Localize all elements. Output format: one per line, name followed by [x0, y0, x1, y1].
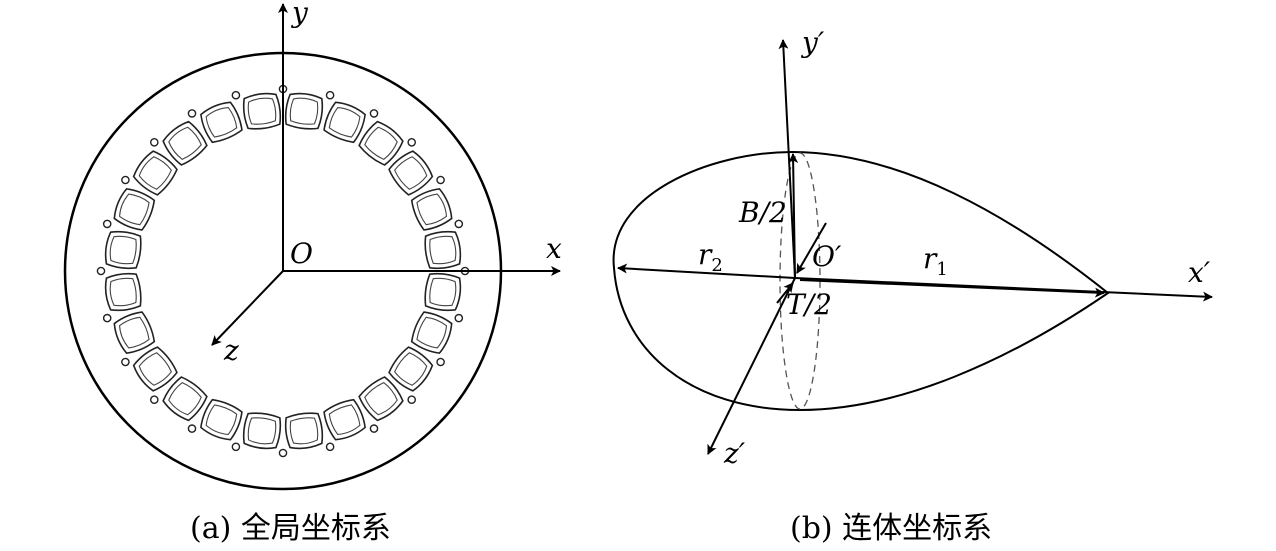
ring-cell: [388, 150, 434, 196]
z-axis-label: z: [223, 334, 239, 367]
ring-cell: [242, 92, 282, 130]
origin-label: O: [290, 237, 313, 270]
ring-cell: [410, 311, 453, 354]
ring-cell: [132, 346, 178, 392]
r1-symbol: r: [923, 242, 938, 275]
caption-a: (a) 全局坐标系: [190, 511, 391, 546]
body-frame-diagram: x′ y′ z′ O′ B/2 T/2 r2 r1 (b) 连体坐标系: [612, 26, 1213, 546]
ring-cell: [410, 188, 453, 231]
ring-connector-dot: [407, 395, 417, 405]
ring-connector-dot: [231, 90, 241, 100]
r1-subscript: 1: [936, 259, 947, 280]
ring-cell: [162, 376, 208, 422]
ring-cell: [162, 120, 208, 166]
ring-cell: [424, 230, 462, 270]
origin-prime-label: O′: [812, 240, 842, 273]
ring-cell: [284, 92, 324, 130]
ring-connector-dot: [278, 448, 288, 458]
r1-label: r1: [923, 242, 948, 280]
ring-connector-dot: [149, 395, 159, 405]
ring-cell: [242, 412, 282, 450]
x-prime-label: x′: [1188, 256, 1211, 289]
b-half-label: B/2: [738, 196, 787, 229]
ring-cell: [358, 120, 404, 166]
ring-connector-dot: [454, 313, 464, 323]
ring-connector-dot: [187, 109, 197, 118]
ring-connector-dot: [96, 266, 106, 276]
r2-label: r2: [698, 238, 723, 276]
cell-ring: [96, 84, 470, 458]
ring-cell: [358, 376, 404, 422]
ring-cell: [424, 272, 462, 312]
y-axis-label: y: [290, 0, 309, 29]
ring-connector-dot: [436, 175, 445, 185]
b-half-dimension-arrow: [788, 153, 799, 279]
ring-connector-dot: [436, 357, 445, 367]
ring-connector-dot: [102, 313, 112, 323]
t-half-label: T/2: [786, 288, 832, 321]
r2-dimension-arrow: [617, 263, 796, 279]
z-axis: [211, 270, 284, 346]
ring-connector-dot: [454, 219, 464, 229]
r2-subscript: 2: [711, 255, 722, 276]
ring-connector-dot: [325, 442, 335, 452]
y-prime-label: y′: [800, 26, 825, 59]
ring-cell: [200, 398, 243, 441]
r2-symbol: r: [698, 238, 713, 271]
ring-cell: [323, 398, 366, 441]
ring-connector-dot: [407, 137, 417, 147]
b-half-pointer-arrow: [796, 222, 827, 274]
z-prime-axis: [707, 277, 796, 455]
x-prime-axis: [794, 277, 1213, 302]
ring-connector-dot: [121, 175, 130, 185]
ring-connector-dot: [325, 90, 335, 100]
caption-b: (b) 连体坐标系: [790, 511, 992, 546]
ring-cell: [284, 412, 324, 450]
ring-cell: [200, 101, 243, 144]
ring-cell: [132, 150, 178, 196]
ring-cell: [388, 346, 434, 392]
global-frame-diagram: x y z O (a) 全局坐标系: [63, 0, 562, 546]
ring-cell: [113, 311, 156, 354]
z-prime-label: z′: [723, 437, 746, 470]
ring-connector-dot: [231, 442, 241, 452]
ring-connector-dot: [369, 109, 379, 118]
ring-cell: [113, 188, 156, 231]
r1-dimension-arrow: [799, 279, 1105, 298]
x-axis-label: x: [546, 232, 562, 265]
ring-cell: [104, 272, 142, 312]
ring-connector-dot: [149, 137, 159, 147]
ring-connector-dot: [121, 357, 130, 367]
ring-connector-dot: [369, 424, 379, 433]
ring-connector-dot: [187, 424, 197, 433]
ring-cell: [104, 230, 142, 270]
t-half-pointer-arrow: [776, 282, 794, 304]
ring-cell: [323, 101, 366, 144]
ring-connector-dot: [102, 219, 112, 229]
